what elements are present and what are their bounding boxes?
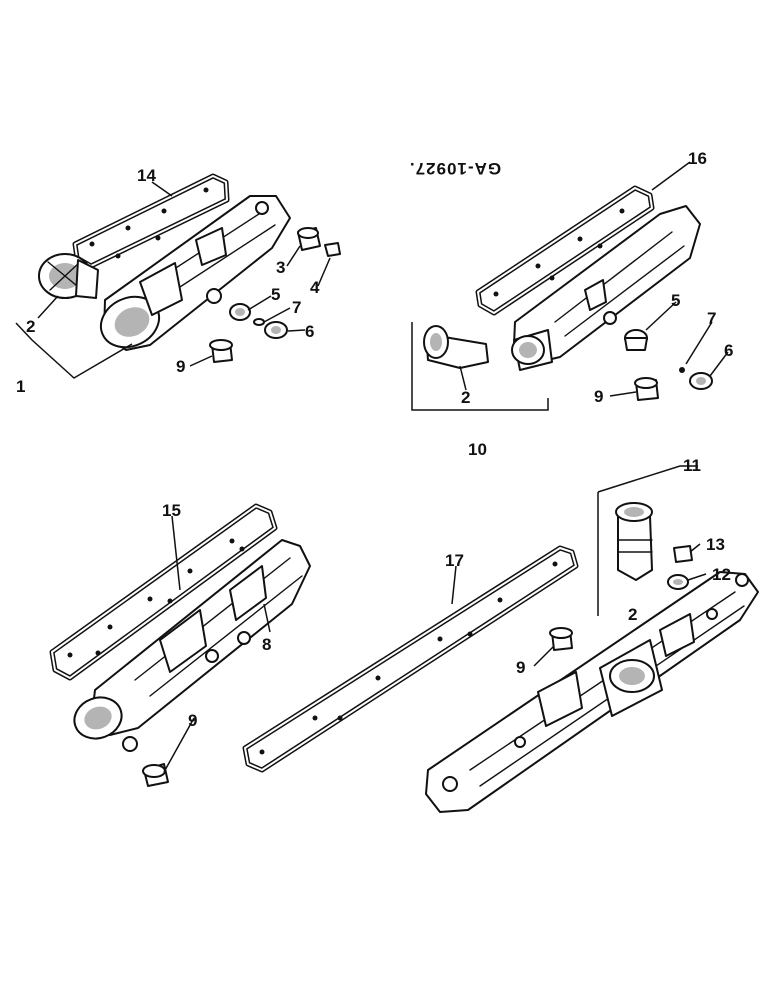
group-1-assembly	[15, 173, 341, 379]
plug-5b	[624, 329, 648, 351]
callout-9: 9	[188, 711, 197, 730]
callout-12: 12	[712, 565, 731, 584]
callout-6: 6	[724, 341, 733, 360]
plug-3a	[297, 227, 321, 251]
thermostat-2a	[38, 253, 99, 299]
callout-14: 14	[137, 166, 156, 185]
callout-9: 9	[176, 357, 185, 376]
manifold-8	[73, 539, 311, 752]
thermostat-2b	[423, 325, 489, 369]
callout-8: 8	[262, 635, 271, 654]
plug-9d	[549, 627, 573, 651]
group-11-assembly	[425, 465, 759, 813]
plug-9a	[209, 339, 233, 363]
callout-2: 2	[26, 317, 35, 336]
callout-2: 2	[628, 605, 637, 624]
callout-3: 3	[276, 258, 285, 277]
callout-7: 7	[292, 298, 301, 317]
plug-12	[667, 574, 689, 590]
callout-16: 16	[688, 149, 707, 168]
plug-6a	[264, 321, 288, 339]
group-8-assembly	[49, 503, 311, 787]
callout-5: 5	[271, 285, 280, 304]
callout-9: 9	[516, 658, 525, 677]
plug-6b	[689, 372, 713, 390]
ring-7a	[253, 318, 265, 326]
callout-15: 15	[162, 501, 181, 520]
manifold-10	[511, 205, 701, 371]
plug-9b	[634, 377, 659, 401]
gasket-15	[49, 503, 278, 681]
thermostat-2c	[615, 502, 653, 581]
callout-5: 5	[671, 291, 680, 310]
fitting-13	[673, 545, 693, 563]
callouts: 14 2 1 3 4 5 7 6 9 16 2 10 5 7 6 9 15 8 …	[16, 149, 733, 730]
callout-6: 6	[305, 322, 314, 341]
group-10-assembly	[411, 185, 713, 411]
ring-7b	[679, 367, 685, 373]
callout-17: 17	[445, 551, 464, 570]
plug-9c	[142, 763, 169, 787]
callout-13: 13	[706, 535, 725, 554]
gasket-17	[242, 545, 579, 773]
callout-2: 2	[461, 388, 470, 407]
callout-11: 11	[683, 456, 701, 475]
fitting-4	[324, 242, 341, 257]
plug-5a	[229, 303, 251, 321]
callout-1: 1	[16, 377, 25, 396]
callout-9: 9	[594, 387, 603, 406]
gasket-16	[475, 185, 655, 316]
callout-4: 4	[310, 278, 320, 297]
leader-lines	[37, 161, 729, 773]
manifold-11	[425, 571, 759, 813]
drawing-code: GA-10927.	[409, 159, 501, 178]
callout-10: 10	[468, 440, 487, 459]
manifold-1	[99, 195, 291, 351]
callout-7: 7	[707, 309, 716, 328]
